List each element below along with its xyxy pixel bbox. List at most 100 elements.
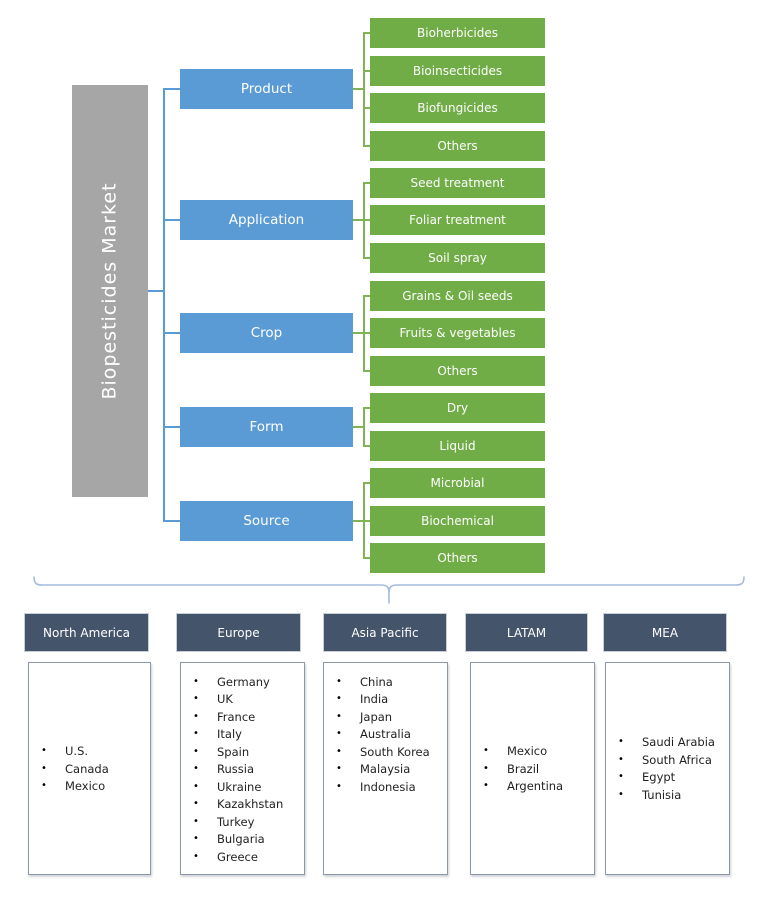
bullet-icon: • bbox=[41, 745, 47, 756]
bullet-icon: • bbox=[193, 833, 199, 845]
connector-line bbox=[363, 145, 370, 147]
country-item: • Mexico bbox=[29, 777, 150, 795]
leaf-label: Others bbox=[437, 551, 478, 565]
country-item: •South Korea bbox=[324, 743, 447, 761]
country-item: •UK bbox=[181, 691, 304, 709]
country-item: •China bbox=[324, 673, 447, 691]
country-label: U.S. bbox=[65, 744, 89, 758]
bullet-icon: • bbox=[193, 745, 199, 757]
leaf-box-crop-others: Others bbox=[370, 356, 545, 386]
country-label: France bbox=[217, 709, 256, 724]
connector-line bbox=[363, 482, 370, 484]
country-label: Malaysia bbox=[360, 762, 411, 777]
country-item: •Bulgaria bbox=[181, 831, 304, 849]
country-item: •India bbox=[324, 691, 447, 709]
category-label: Product bbox=[240, 81, 293, 97]
connector-line bbox=[163, 426, 180, 428]
bullet-icon: • bbox=[483, 780, 489, 791]
root-label: Biopesticides Market bbox=[99, 182, 122, 400]
leaf-box-product-others: Others bbox=[370, 131, 545, 161]
bullet-icon: • bbox=[618, 753, 624, 765]
country-item: • U.S. bbox=[29, 742, 150, 760]
leaf-label: Seed treatment bbox=[410, 176, 505, 190]
country-label: Argentina bbox=[507, 779, 564, 793]
connector-line bbox=[363, 407, 365, 447]
country-label: Indonesia bbox=[360, 779, 416, 794]
country-item: • Spain bbox=[181, 743, 304, 761]
bullet-icon: • bbox=[618, 736, 624, 748]
country-item: •Russia bbox=[181, 761, 304, 779]
country-item: •Mexico bbox=[471, 742, 594, 760]
country-label: Italy bbox=[217, 727, 242, 742]
connector-line bbox=[363, 332, 370, 334]
connector-line bbox=[148, 290, 163, 292]
leaf-label: Grains & Oil seeds bbox=[402, 289, 513, 303]
connector-line bbox=[353, 88, 364, 90]
region-header-asia-pacific: Asia Pacific bbox=[323, 613, 447, 652]
country-label: Spain bbox=[217, 744, 250, 759]
connector-line bbox=[163, 332, 180, 334]
country-label: Mexico bbox=[507, 744, 548, 758]
connector-line bbox=[363, 295, 370, 297]
connector-line bbox=[363, 182, 370, 184]
country-label: Japan bbox=[360, 709, 393, 724]
leaf-box-fruits-vegetables: Fruits & vegetables bbox=[370, 318, 545, 348]
leaf-box-grains-oil-seeds: Grains & Oil seeds bbox=[370, 281, 545, 311]
connector-line bbox=[363, 70, 370, 72]
region-list-europe: •Germany •UK •France •Italy •Spain •Russ… bbox=[180, 662, 305, 875]
country-label: Russia bbox=[217, 762, 254, 777]
country-item: •Brazil bbox=[471, 760, 594, 778]
connector-line bbox=[363, 219, 370, 221]
leaf-label: Biochemical bbox=[421, 514, 494, 528]
connector-line bbox=[363, 370, 370, 372]
country-item: •Egypt bbox=[606, 769, 729, 787]
country-label: Egypt bbox=[642, 770, 676, 785]
country-item: •Italy bbox=[181, 726, 304, 744]
country-label: Ukraine bbox=[217, 779, 262, 794]
connector-line bbox=[363, 407, 370, 409]
category-label: Source bbox=[243, 513, 290, 529]
bullet-icon: • bbox=[193, 710, 199, 722]
leaf-label: Dry bbox=[446, 401, 469, 415]
region-list-latam: •Mexico •Brazil •Argentina bbox=[470, 662, 595, 875]
connector-line bbox=[363, 257, 370, 259]
country-label: Greece bbox=[217, 849, 258, 864]
country-item: •Tunisia bbox=[606, 786, 729, 804]
bullet-icon: • bbox=[193, 780, 199, 792]
country-label: Mexico bbox=[65, 779, 106, 793]
country-item: • Saudi Arabia bbox=[606, 734, 729, 752]
region-list-north-america: •U.S. •Canada •Mexico bbox=[28, 662, 151, 875]
connector-line bbox=[363, 32, 365, 147]
country-item: • Ukraine bbox=[181, 778, 304, 796]
category-label: Crop bbox=[250, 325, 283, 341]
connector-line bbox=[163, 88, 180, 90]
root-node: Biopesticides Market bbox=[72, 85, 148, 497]
country-label: South Africa bbox=[642, 752, 712, 767]
country-label: Turkey bbox=[217, 814, 255, 829]
connector-line bbox=[363, 107, 370, 109]
bullet-icon: • bbox=[41, 762, 47, 774]
country-item: •Indonesia bbox=[324, 778, 447, 796]
category-box-product: Product bbox=[180, 69, 353, 109]
connector-line bbox=[363, 445, 370, 447]
country-item: •Greece bbox=[181, 848, 304, 866]
country-item: •Malaysia bbox=[324, 761, 447, 779]
connector-line bbox=[363, 557, 370, 559]
leaf-box-seed-treatment: Seed treatment bbox=[370, 168, 545, 198]
region-label: Europe bbox=[217, 625, 260, 640]
country-item: • South Africa bbox=[606, 751, 729, 769]
leaf-box-biofungicides: Biofungicides bbox=[370, 93, 545, 123]
bullet-icon: • bbox=[193, 693, 199, 705]
connector-line bbox=[163, 88, 165, 522]
bullet-icon: • bbox=[483, 762, 489, 774]
bullet-icon: • bbox=[336, 728, 342, 740]
category-box-application: Application bbox=[180, 200, 353, 240]
bullet-icon: • bbox=[41, 780, 47, 791]
region-header-north-america: North America bbox=[24, 613, 149, 652]
category-label: Form bbox=[249, 419, 284, 435]
country-label: Saudi Arabia bbox=[642, 735, 715, 750]
region-header-mea: MEA bbox=[603, 613, 727, 652]
leaf-box-bioherbicides: Bioherbicides bbox=[370, 18, 545, 48]
country-label: Australia bbox=[360, 727, 411, 742]
leaf-label: Liquid bbox=[439, 439, 476, 453]
